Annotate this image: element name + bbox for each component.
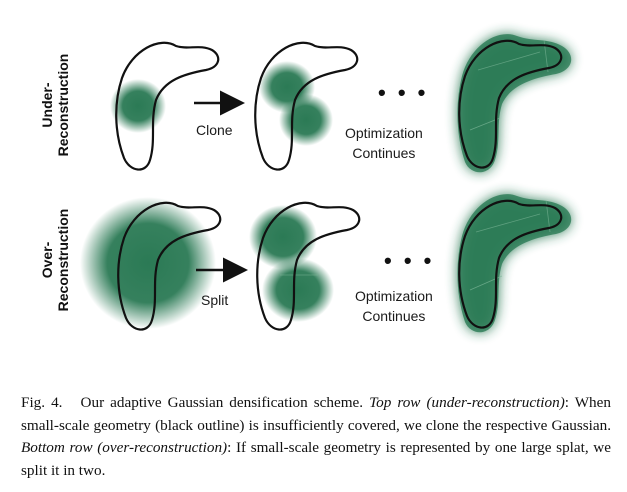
bottom-optimization-label: Optimization Continues: [355, 288, 433, 324]
geometry-outline: [458, 39, 563, 169]
clone-label: Clone: [196, 122, 233, 138]
caption-text-2: : When small-scale geometry (black outli…: [21, 394, 611, 434]
caption-text-1: Our adaptive Gaussian densification sche…: [80, 394, 364, 411]
figure-number: Fig. 4.: [21, 394, 63, 411]
top-row-label: Under- Reconstruction: [39, 53, 71, 157]
bottom-row-label: Over- Reconstruction: [39, 208, 71, 312]
caption-italic-top-row: Top row (under-reconstruction): [369, 394, 565, 411]
top-ellipsis: • • •: [378, 80, 429, 105]
split-label: Split: [201, 292, 229, 308]
bottom-initial-state: [80, 197, 222, 331]
cloned-gaussian-2: [279, 94, 333, 146]
top-optimized-state: [457, 34, 572, 173]
geometry-outline: [458, 199, 563, 329]
geometry-outline: [115, 41, 220, 171]
bottom-split-state: [249, 201, 361, 331]
top-optimization-label: Optimization Continues: [345, 125, 423, 161]
figure-caption: Fig. 4. Our adaptive Gaussian densificat…: [21, 392, 611, 482]
top-initial-state: [110, 41, 220, 171]
caption-italic-bottom-row: Bottom row (over-reconstruction): [21, 439, 228, 456]
geometry-outline: [254, 41, 359, 171]
densification-illustration: [80, 34, 572, 333]
large-gaussian: [80, 197, 216, 329]
caption-text-3: : If small-scale geometry is represented…: [21, 439, 611, 479]
bottom-optimized-state: [457, 194, 572, 333]
top-cloned-state: [254, 41, 359, 171]
figure-panel: Under- Reconstruction Over- Reconstructi…: [39, 34, 572, 333]
small-gaussian: [110, 79, 166, 133]
geometry-outline: [256, 201, 361, 331]
split-gaussian-2: [262, 258, 334, 322]
geometry-outline: [117, 201, 222, 331]
bottom-ellipsis: • • •: [384, 248, 435, 273]
